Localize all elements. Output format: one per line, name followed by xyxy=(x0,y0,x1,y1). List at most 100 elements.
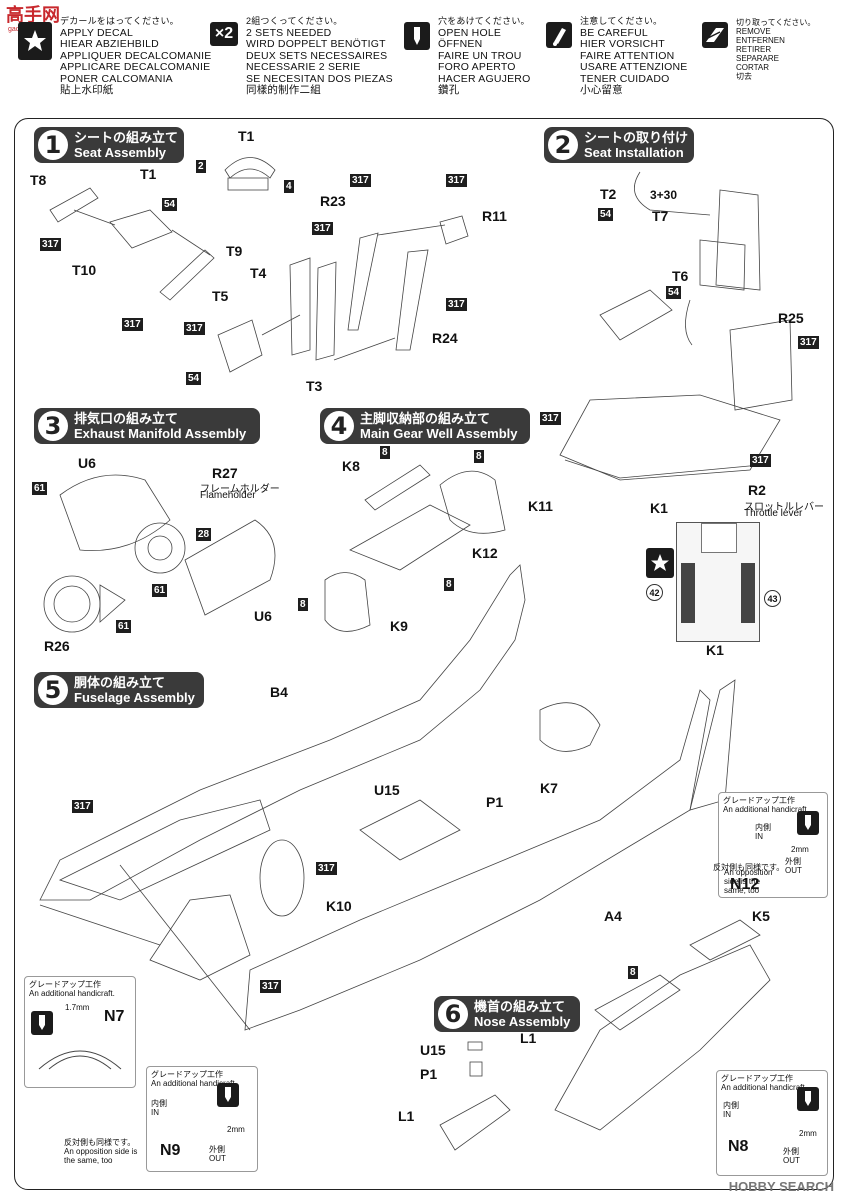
site-watermark-text: 高手网 xyxy=(6,5,60,25)
legend-hole-line: FORO APERTO xyxy=(438,61,516,73)
part-label: K10 xyxy=(326,898,352,914)
step-1-title-en: Seat Assembly xyxy=(74,145,167,160)
step-6-number: 6 xyxy=(438,999,468,1029)
part-label: U6 xyxy=(78,455,96,471)
step-3-number: 3 xyxy=(38,411,68,441)
paint-code: 54 xyxy=(598,208,614,221)
legend-remove: 切り取ってください。 REMOVE ENTFERNEN RETIRER SEPA… xyxy=(736,18,815,81)
drill-icon xyxy=(31,1011,53,1035)
gradeup-same-jp: 反対側も同様です。 xyxy=(713,863,785,872)
legend-hole-line: OPEN HOLE xyxy=(438,26,502,39)
legend-decal-line: PONER CALCOMANIA xyxy=(60,72,173,85)
part-label: K11 xyxy=(528,498,553,514)
step-3-title-jp: 排気口の組み立て xyxy=(74,411,179,426)
paint-code: 317 xyxy=(40,238,61,251)
seat-parts-drawing xyxy=(49,157,469,373)
part-label: T7 xyxy=(652,208,669,224)
paint-code: 317 xyxy=(312,222,333,235)
step-2-title-en: Seat Installation xyxy=(584,145,684,160)
part-label: R24 xyxy=(432,330,458,346)
paint-code: 317 xyxy=(750,454,771,467)
step-4-title-jp: 主脚収納部の組み立て xyxy=(360,411,491,426)
gradeup-out-en: OUT xyxy=(209,1154,226,1163)
legend-hole-line: FAIRE UN TROU xyxy=(438,49,522,62)
gradeup-out-jp: 外側 xyxy=(209,1145,225,1154)
paint-code: 317 xyxy=(316,862,337,875)
legend-remove-line: SEPARARE xyxy=(736,54,779,63)
paint-code: 28 xyxy=(196,528,212,541)
part-label: R27 xyxy=(212,465,238,481)
legend-careful-line: USARE ATTENZIONE xyxy=(580,61,688,73)
paint-code: 317 xyxy=(798,336,819,349)
hobbysearch-watermark: HOBBY SEARCH xyxy=(728,1179,834,1194)
step-1-number: 1 xyxy=(38,130,68,160)
paint-code: 317 xyxy=(72,800,93,813)
legend-careful-line: 小心留意 xyxy=(580,84,623,96)
instruction-frame xyxy=(14,118,834,1190)
step-6-title-jp: 機首の組み立て xyxy=(474,999,566,1014)
step-3-title-en: Exhaust Manifold Assembly xyxy=(74,426,247,441)
part-label: N8 xyxy=(728,1138,749,1155)
legend-remove-line: REMOVE xyxy=(736,27,771,36)
gradeup-title-en: An additional handicraft. xyxy=(151,1079,237,1088)
part-label: T5 xyxy=(212,288,229,304)
legend-hole: 穴をあけてください。 OPEN HOLE ÖFFNEN FAIRE UN TRO… xyxy=(438,16,530,97)
legend-careful-line: HIER VORSICHT xyxy=(580,38,665,50)
part-label: P1 xyxy=(420,1066,438,1082)
part-label: R2 xyxy=(748,482,766,498)
legend-two-sets-line: 同樣的制作二組 xyxy=(246,84,321,96)
paint-code: 8 xyxy=(444,578,454,591)
gradeup-mm: 2mm xyxy=(799,1129,817,1138)
decal-icon xyxy=(18,22,52,60)
drill-icon xyxy=(217,1083,239,1107)
step-5-title-jp: 胴体の組み立て xyxy=(74,675,166,690)
paint-code: 54 xyxy=(666,286,682,299)
gradeup-in-en: IN xyxy=(755,832,763,841)
gradeup-in-en: IN xyxy=(151,1108,159,1117)
gradeup-box-n12: グレードアップ工作 An additional handicraft. 内側 I… xyxy=(713,792,828,898)
gradeup-in-en: IN xyxy=(723,1110,731,1119)
remove-icon xyxy=(702,22,728,48)
part-label: K9 xyxy=(390,618,408,634)
paint-code: 317 xyxy=(184,322,205,335)
legend-remove-line: 切去 xyxy=(736,72,752,81)
gradeup-same-n9: 反対側も同様です。 An opposition side is the same… xyxy=(64,1138,144,1165)
flameholder-jp: フレームホルダー xyxy=(200,484,280,495)
part-label: T6 xyxy=(672,268,689,284)
paint-code: 317 xyxy=(260,980,281,993)
part-label: N9 xyxy=(160,1142,181,1159)
part-label: T10 xyxy=(72,262,97,278)
two-sets-icon-label: ×2 xyxy=(214,25,234,42)
legend-hole-line: 穴をあけてください。 xyxy=(438,16,530,26)
legend-decal: デカールをはってください。 APPLY DECAL HIEAR ABZIEHBI… xyxy=(60,16,211,97)
part-label: B4 xyxy=(270,684,288,700)
paint-code: 54 xyxy=(186,372,202,385)
paint-code: 61 xyxy=(116,620,132,633)
gradeup-same-en-n12: An opposition side is the same, too xyxy=(724,868,773,895)
part-label: R25 xyxy=(778,310,804,326)
step-2-number: 2 xyxy=(548,130,578,160)
gradeup-out-jp: 外側 xyxy=(783,1147,799,1156)
legend-decal-line: デカールをはってください。 xyxy=(60,16,179,26)
gradeup-box-n7: グレードアップ工作 An additional handicraft. 1.7m… xyxy=(24,976,136,1088)
paint-code: 317 xyxy=(540,412,561,425)
part-label: N7 xyxy=(104,1008,125,1025)
fuselage-drawing xyxy=(39,564,736,1031)
legend-two-sets-line: DEUX SETS NECESSAIRES xyxy=(246,49,388,62)
legend-decal-line: APPLICARE DECALCOMANIE xyxy=(60,61,211,73)
legend-decal-line: 貼上水印紙 xyxy=(60,84,114,96)
part-label: N12 xyxy=(730,876,760,893)
legend-hole-line: ÖFFNEN xyxy=(438,38,483,50)
part-label: K1 xyxy=(650,500,668,516)
gradeup-in-jp: 内側 xyxy=(151,1099,167,1108)
part-label: U15 xyxy=(420,1042,446,1058)
legend-two-sets: 2組つくってください。 2 SETS NEEDED WIRD DOPPELT B… xyxy=(246,16,393,97)
gradeup-title-jp: グレードアップ工作 xyxy=(721,1074,793,1083)
legend-two-sets-line: 2 SETS NEEDED xyxy=(246,26,332,39)
paint-code: 8 xyxy=(298,598,308,611)
